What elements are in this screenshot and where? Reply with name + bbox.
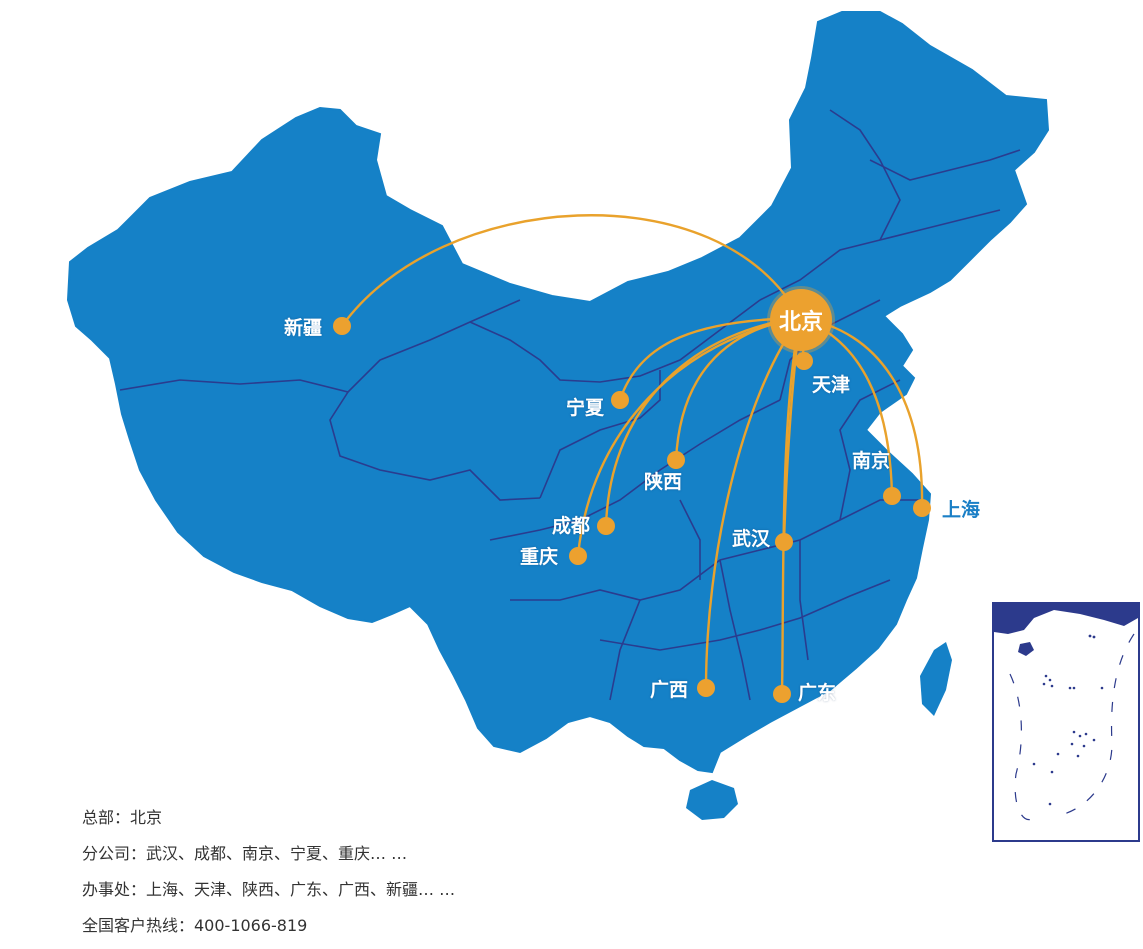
city-dot-shaanxi <box>667 451 685 469</box>
city-dot-guangdong <box>773 685 791 703</box>
city-label-nanjing: 南京 <box>852 450 891 472</box>
route-guangxi <box>704 317 801 689</box>
city-label-chengdu: 成都 <box>552 515 591 537</box>
city-dot-xinjiang <box>333 317 351 335</box>
city-label-guangdong: 广东 <box>798 682 837 704</box>
route-chongqing <box>576 316 801 557</box>
branches-line: 分公司：武汉、成都、南京、宁夏、重庆… … <box>82 844 408 863</box>
city-label-chongqing: 重庆 <box>520 546 559 568</box>
inset-coastline <box>994 604 1138 634</box>
city-dot-chongqing <box>569 547 587 565</box>
inset-islands <box>1032 634 1104 806</box>
city-dot-shanghai <box>913 499 931 517</box>
city-label-wuhan: 武汉 <box>732 528 771 550</box>
city-label-shaanxi: 陕西 <box>644 471 683 493</box>
company-info: 总部：北京 分公司：武汉、成都、南京、宁夏、重庆… … 办事处：上海、天津、陕西… <box>82 805 455 949</box>
city-dot-chengdu <box>597 517 615 535</box>
route-ningxia <box>618 316 801 401</box>
city-dot-nanjing <box>883 487 901 505</box>
hotline-line: 全国客户热线：400-1066-819 <box>82 916 308 935</box>
inset-hainan <box>1018 642 1034 656</box>
offices-line: 办事处：上海、天津、陕西、广东、广西、新疆… … <box>82 880 456 899</box>
hainan-island <box>686 780 738 820</box>
city-label-guangxi: 广西 <box>650 679 689 701</box>
hub-beijing-marker: 北京 <box>770 289 832 351</box>
city-label-xinjiang: 新疆 <box>284 317 323 339</box>
inset-svg <box>994 604 1138 821</box>
route-xinjiang <box>341 214 802 327</box>
taiwan-island <box>920 642 952 716</box>
city-dot-guangxi <box>697 679 715 697</box>
city-label-ningxia: 宁夏 <box>566 397 605 419</box>
city-dot-tianjin <box>795 352 813 370</box>
inset-dashed-boundary <box>1009 633 1135 821</box>
hub-label: 北京 <box>778 310 823 335</box>
city-label-shanghai: 上海 <box>942 499 981 521</box>
hq-line: 总部：北京 <box>82 808 163 827</box>
city-dot-ningxia <box>611 391 629 409</box>
city-label-tianjin: 天津 <box>812 374 851 396</box>
city-dot-wuhan <box>775 533 793 551</box>
south-china-sea-inset <box>992 602 1140 842</box>
route-guangdong <box>780 317 802 695</box>
